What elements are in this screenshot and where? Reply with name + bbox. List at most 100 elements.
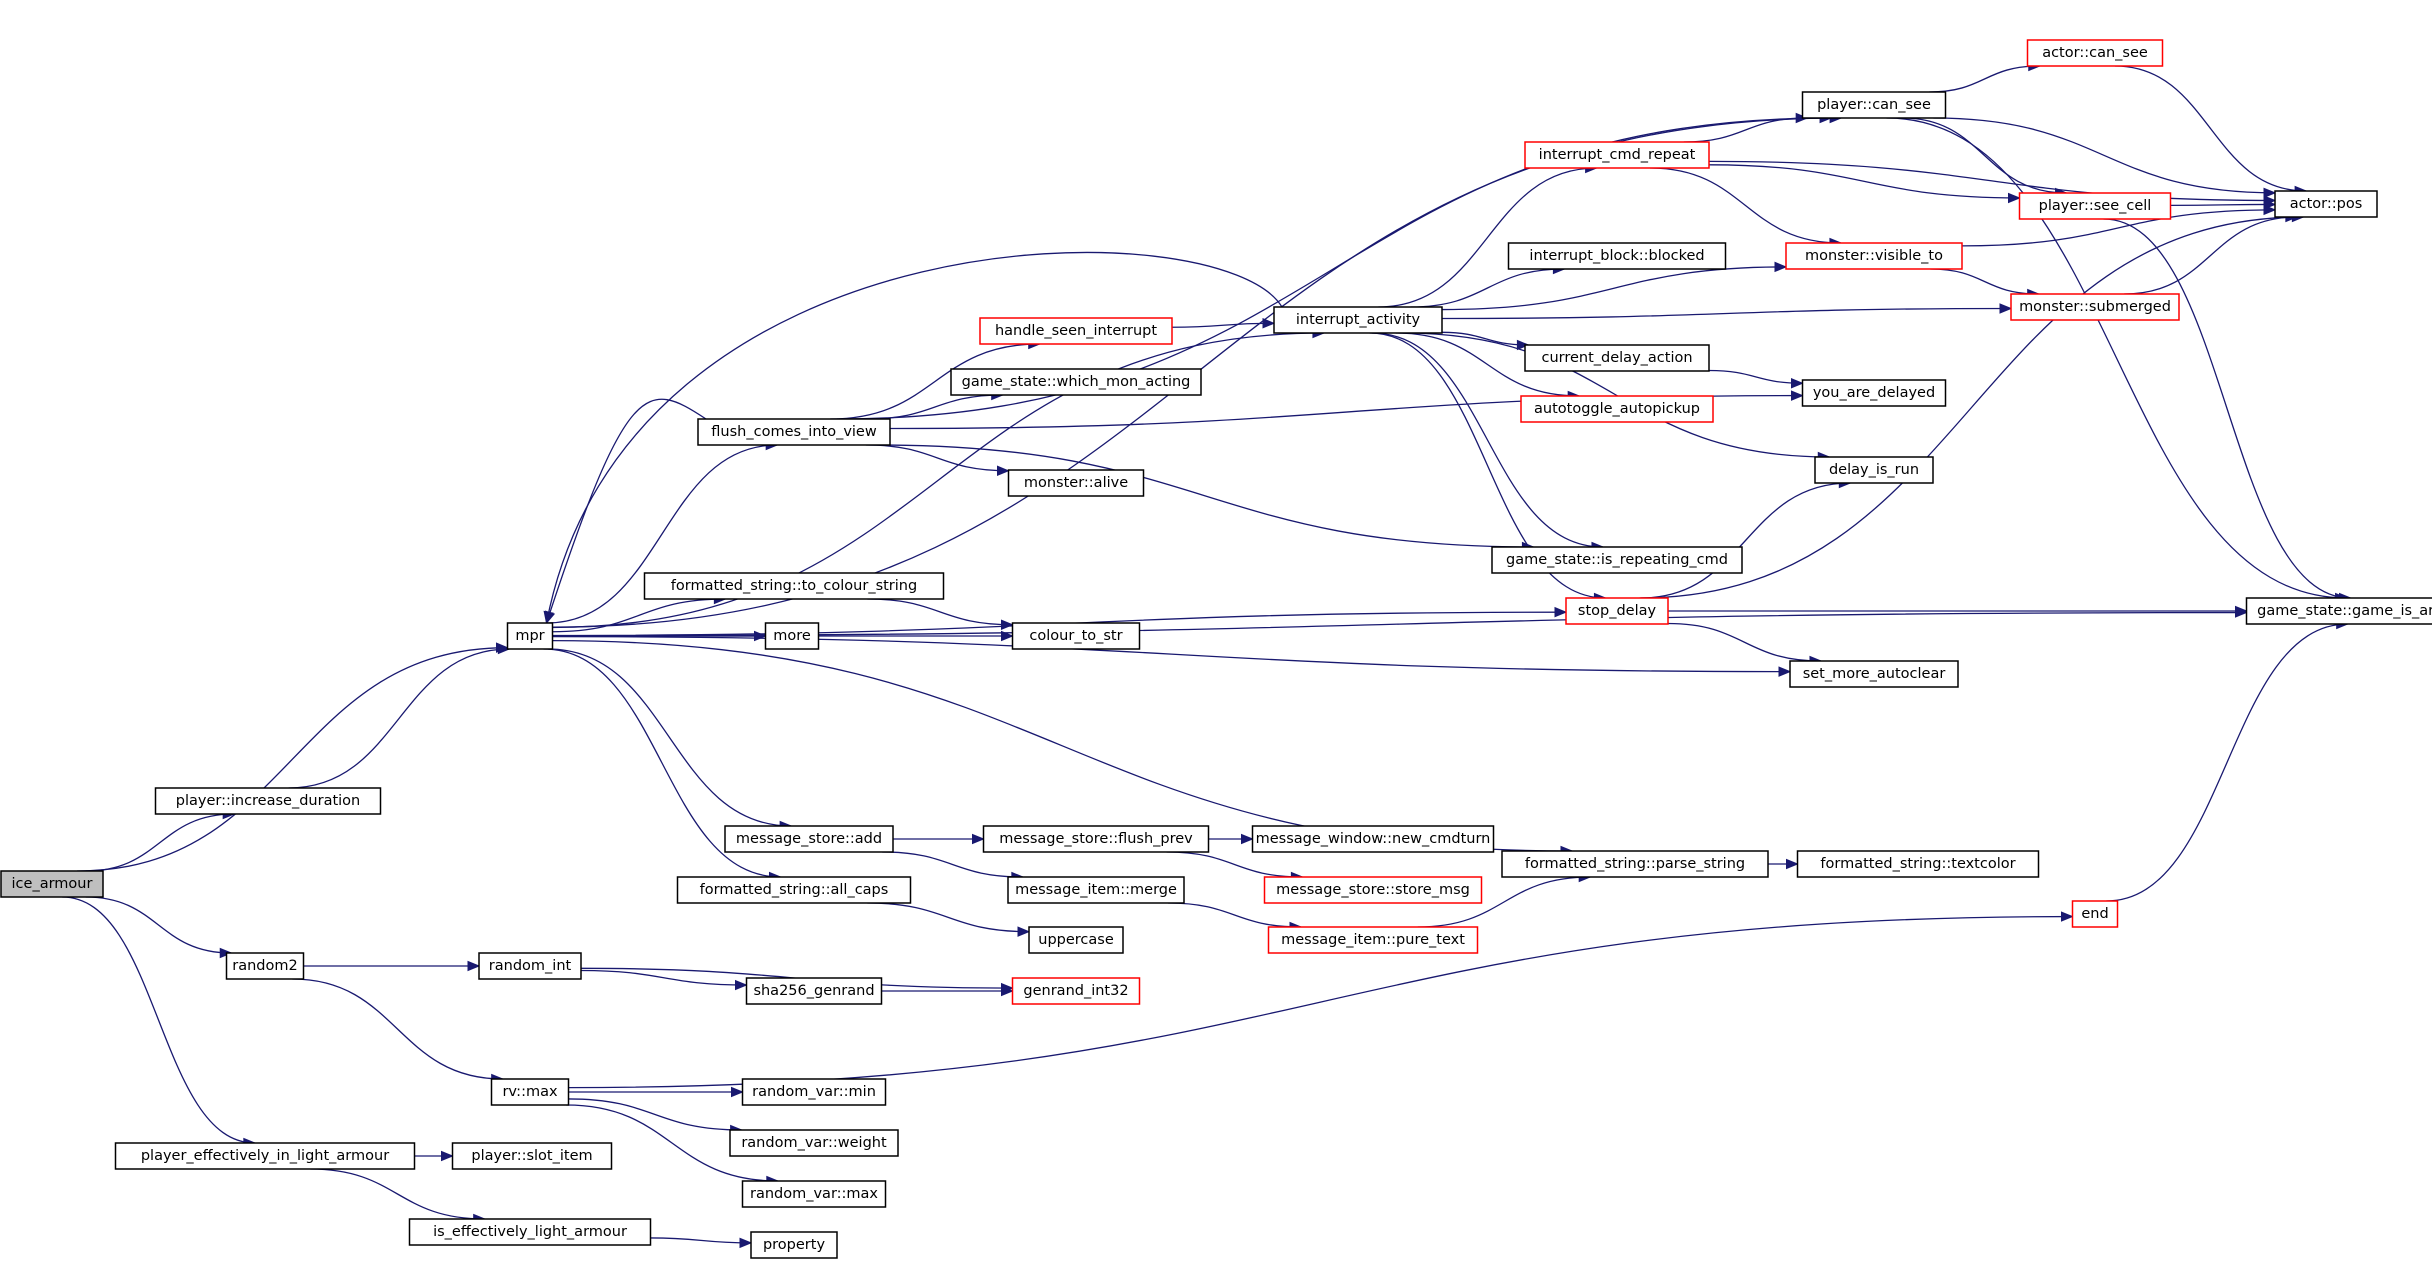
node-game-state-is-repeating-cmd[interactable]: game_state::is_repeating_cmd: [1491, 546, 1743, 574]
node-sha256-genrand[interactable]: sha256_genrand: [745, 977, 883, 1005]
node-interrupt-cmd-repeat[interactable]: interrupt_cmd_repeat: [1524, 141, 1710, 169]
node-genrand-int32[interactable]: genrand_int32: [1011, 977, 1141, 1005]
node-player-can-see[interactable]: player::can_see: [1801, 91, 1947, 119]
node-message-store-add[interactable]: message_store::add: [724, 825, 894, 853]
node-flush-comes-into-view[interactable]: flush_comes_into_view: [697, 418, 891, 446]
node-colour-to-str[interactable]: colour_to_str: [1011, 622, 1141, 650]
node-label: set_more_autoclear: [1803, 666, 1946, 682]
node-box: [1251, 825, 1495, 853]
edge-player-effectively-in-light-armour-to-is-effectively-light-armour: [310, 1168, 486, 1225]
node-label: end: [2081, 906, 2108, 922]
node-end[interactable]: end: [2071, 900, 2119, 928]
edge-stop-delay-to-delay-is-run: [1640, 477, 1852, 599]
edge-line: [566, 1104, 778, 1182]
edge-arrowhead: [467, 960, 481, 972]
edge-arrowhead: [1774, 261, 1788, 273]
node-message-item-pure-text[interactable]: message_item::pure_text: [1267, 926, 1479, 954]
node-monster-visible-to[interactable]: monster::visible_to: [1785, 242, 1963, 270]
node-formatted-string-textcolor[interactable]: formatted_string::textcolor: [1796, 850, 2040, 878]
node-player-see-cell[interactable]: player::see_cell: [2018, 192, 2172, 220]
node-random2[interactable]: random2: [225, 952, 305, 980]
edge-line: [552, 639, 1573, 852]
node-monster-alive[interactable]: monster::alive: [1007, 469, 1145, 497]
node-random-int[interactable]: random_int: [478, 952, 582, 980]
edge-actor-can-see-to-actor-pos: [2114, 65, 2308, 197]
node-uppercase[interactable]: uppercase: [1028, 926, 1124, 954]
node-random-var-min[interactable]: random_var::min: [741, 1078, 887, 1106]
node-mpr[interactable]: mpr: [506, 622, 554, 650]
edge-line: [865, 444, 1009, 472]
edge-flush-comes-into-view-to-game-state-is-repeating-cmd: [877, 444, 1535, 553]
node-you-are-delayed[interactable]: you_are_delayed: [1801, 379, 1947, 407]
node-message-store-store-msg[interactable]: message_store::store_msg: [1263, 876, 1483, 904]
node-autotoggle-autopickup[interactable]: autotoggle_autopickup: [1520, 395, 1714, 423]
node-label: interrupt_block::blocked: [1529, 248, 1704, 264]
node-player-slot-item[interactable]: player::slot_item: [451, 1142, 613, 1170]
node-message-store-flush-prev[interactable]: message_store::flush_prev: [982, 825, 1210, 853]
node-box: [154, 787, 382, 815]
edge-arrowhead: [2263, 204, 2277, 216]
node-box: [1801, 91, 1947, 119]
node-interrupt-activity[interactable]: interrupt_activity: [1273, 306, 1443, 334]
node-message-window-new-cmdturn[interactable]: message_window::new_cmdturn: [1251, 825, 1495, 853]
node-game-state-game-is-arena[interactable]: game_state::game_is_arena: [2245, 597, 2432, 625]
node-player-increase-duration[interactable]: player::increase_duration: [154, 787, 382, 815]
node-label: is_effectively_light_armour: [433, 1224, 627, 1240]
node-box: [478, 952, 582, 980]
edge-arrowhead: [1516, 339, 1530, 351]
edge-interrupt-activity-to-interrupt-block-blocked: [1410, 263, 1566, 308]
edge-arrowhead: [731, 1086, 744, 1098]
node-formatted-string-to-colour-string[interactable]: formatted_string::to_colour_string: [643, 572, 945, 600]
node-handle-seen-interrupt[interactable]: handle_seen_interrupt: [979, 317, 1173, 345]
node-ice-armour[interactable]: ice_armour: [0, 870, 104, 898]
edge-formatted-string-all-caps-to-uppercase: [867, 902, 1031, 937]
node-label: more: [773, 628, 811, 644]
node-actor-pos[interactable]: actor::pos: [2274, 190, 2378, 218]
node-random-var-weight[interactable]: random_var::weight: [729, 1129, 899, 1157]
node-formatted-string-parse-string[interactable]: formatted_string::parse_string: [1501, 850, 1769, 878]
edge-rv-max-to-random-var-min: [568, 1086, 744, 1098]
node-box: [2245, 597, 2432, 625]
edge-arrowhead: [1241, 833, 1254, 845]
node-is-effectively-light-armour[interactable]: is_effectively_light_armour: [408, 1218, 652, 1246]
node-actor-can-see[interactable]: actor::can_see: [2026, 39, 2164, 67]
node-stop-delay[interactable]: stop_delay: [1565, 597, 1669, 625]
node-random-var-max[interactable]: random_var::max: [741, 1180, 887, 1208]
node-formatted-string-all-caps[interactable]: formatted_string::all_caps: [676, 876, 912, 904]
node-game-state-which-mon-acting[interactable]: game_state::which_mon_acting: [950, 368, 1202, 396]
node-label: delay_is_run: [1829, 462, 1919, 478]
node-property[interactable]: property: [750, 1231, 838, 1259]
node-delay-is-run[interactable]: delay_is_run: [1814, 456, 1934, 484]
node-set-more-autoclear[interactable]: set_more_autoclear: [1789, 660, 1959, 688]
edge-line: [85, 896, 232, 954]
edge-line: [1708, 369, 1803, 384]
node-box: [408, 1218, 652, 1246]
edge-line: [877, 444, 1534, 548]
node-box: [1524, 141, 1710, 169]
node-box: [0, 870, 104, 898]
node-label: monster::submerged: [2019, 299, 2171, 315]
edge-line: [1708, 164, 2020, 199]
edge-line: [543, 648, 781, 878]
node-box: [741, 1078, 887, 1106]
node-box: [1007, 469, 1145, 497]
node-monster-submerged[interactable]: monster::submerged: [2010, 293, 2180, 321]
node-player-effectively-in-light-armour[interactable]: player_effectively_in_light_armour: [114, 1142, 416, 1170]
edge-line: [1441, 307, 2012, 320]
edge-line: [568, 1098, 742, 1131]
edge-stop-delay-to-actor-pos: [1639, 211, 2305, 599]
node-label: player::can_see: [1817, 97, 1931, 113]
node-current-delay-action[interactable]: current_delay_action: [1524, 344, 1710, 372]
edge-line: [1640, 482, 1851, 599]
node-box: [764, 622, 820, 650]
node-label: random_var::weight: [741, 1135, 887, 1151]
node-label: message_item::merge: [1015, 882, 1177, 898]
edge-line: [292, 978, 503, 1080]
edge-layer: [62, 60, 2352, 1249]
node-more[interactable]: more: [764, 622, 820, 650]
node-rv-max[interactable]: rv::max: [490, 1078, 570, 1106]
node-label: random2: [232, 958, 297, 974]
node-message-item-merge[interactable]: message_item::merge: [1007, 876, 1185, 904]
node-interrupt-block-blocked[interactable]: interrupt_block::blocked: [1507, 242, 1727, 270]
edge-monster-submerged-to-actor-pos: [2124, 211, 2299, 295]
